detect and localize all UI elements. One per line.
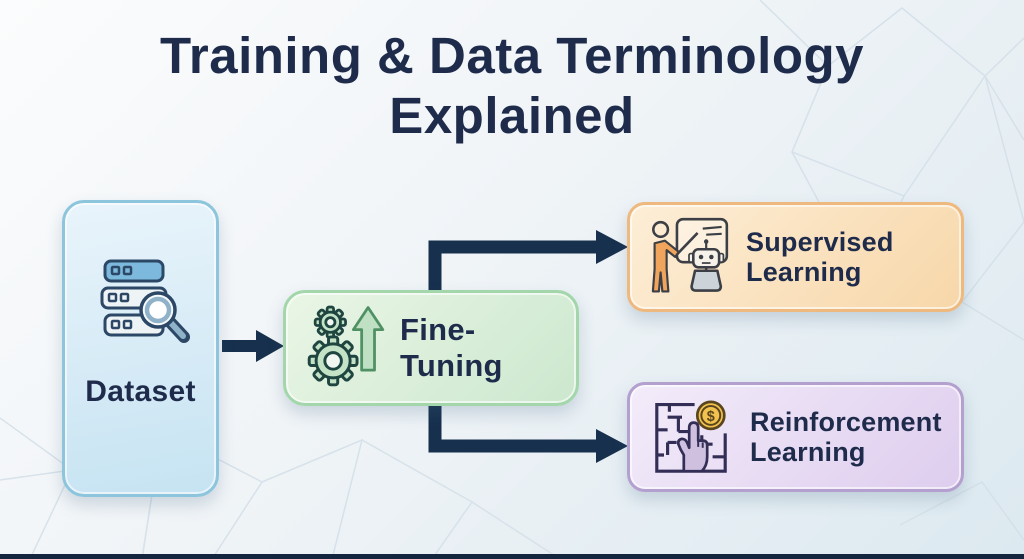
reinforcement-learning-label: Reinforcement Learning xyxy=(750,407,942,467)
supervised-label-line2: Learning xyxy=(746,257,862,287)
node-supervised-learning: Supervised Learning xyxy=(627,202,964,312)
page-title-line1: Training & Data Terminology xyxy=(160,27,864,84)
gears-upgrade-icon xyxy=(307,305,385,387)
coin-dollar-symbol: $ xyxy=(707,409,715,425)
node-fine-tuning: Fine-Tuning xyxy=(283,290,579,406)
arrowhead-finetune xyxy=(256,330,284,362)
database-search-icon xyxy=(100,259,190,343)
page-title: Training & Data Terminology Explained xyxy=(0,26,1024,146)
reinforcement-label-line2: Learning xyxy=(750,437,866,467)
node-reinforcement-learning: $ Reinforcement Learning xyxy=(627,382,964,492)
node-dataset: Dataset xyxy=(62,200,219,497)
maze-reward-hand-icon: $ xyxy=(655,400,727,473)
page-title-line2: Explained xyxy=(389,87,635,144)
supervised-learning-label: Supervised Learning xyxy=(746,227,894,287)
connector-finetune-to-reinforcement xyxy=(428,403,598,453)
bottom-accent-bar xyxy=(0,554,1024,559)
connector-finetune-to-supervised xyxy=(428,240,598,292)
reinforcement-label-line1: Reinforcement xyxy=(750,407,942,437)
fine-tuning-label: Fine-Tuning xyxy=(400,312,503,383)
arrowhead-reinforcement xyxy=(596,429,628,463)
supervised-label-line1: Supervised xyxy=(746,227,894,257)
arrowhead-supervised xyxy=(596,230,628,264)
dataset-label: Dataset xyxy=(85,374,196,408)
teacher-robot-icon xyxy=(651,217,729,293)
